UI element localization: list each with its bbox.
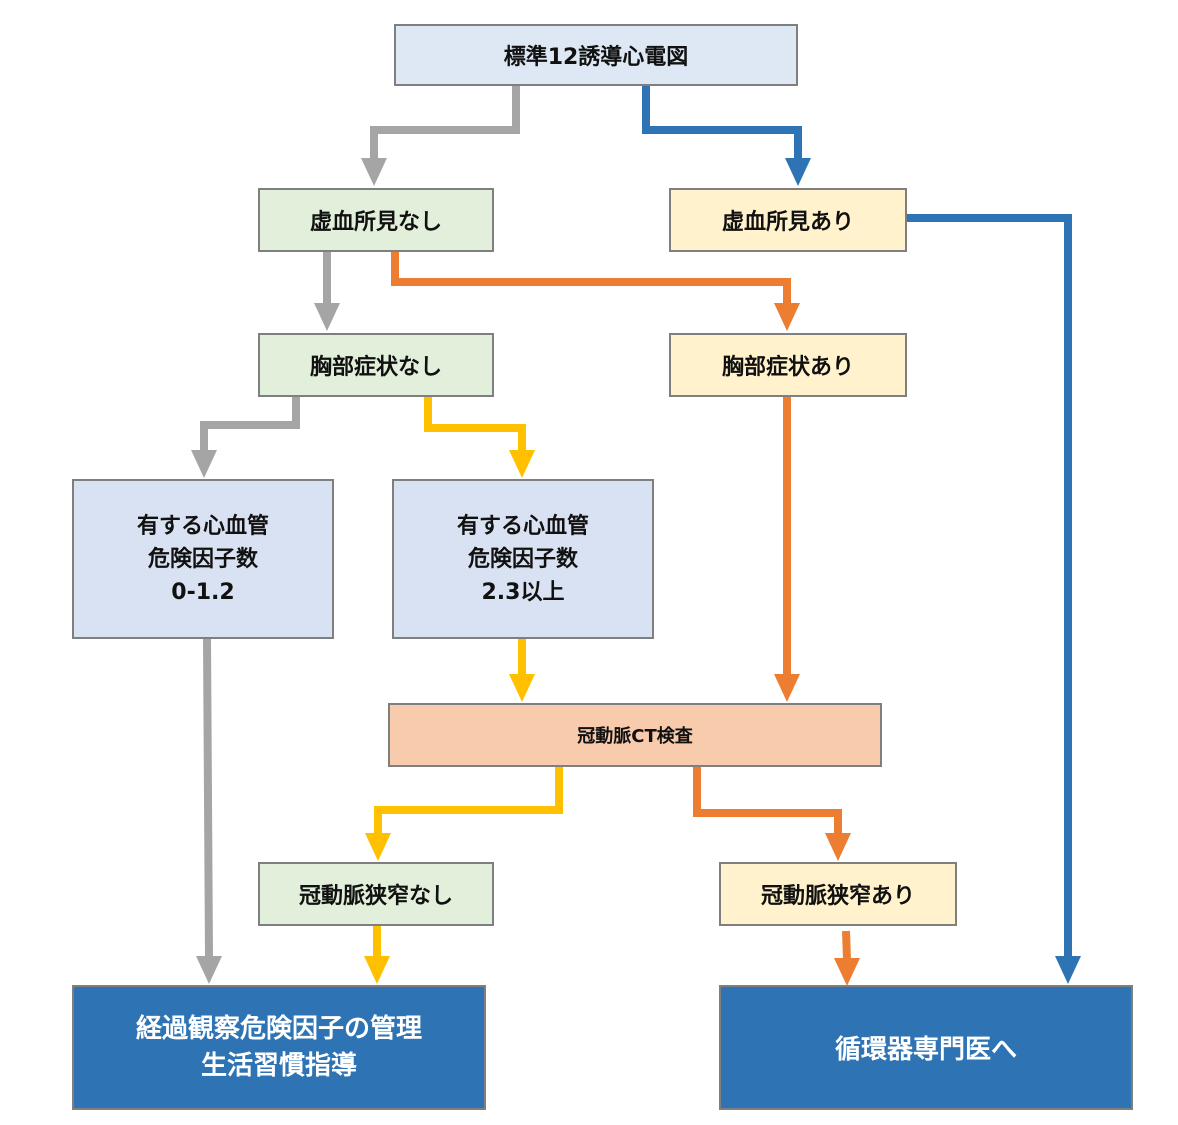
arrowhead-icon xyxy=(196,956,222,984)
edge-chest-none-to-risk-low xyxy=(200,397,300,452)
arrowhead-icon xyxy=(509,674,535,702)
arrowhead-icon xyxy=(774,674,800,702)
node-observation: 経過観察危険因子の管理 生活習慣指導 xyxy=(72,985,486,1110)
node-chest-present-label: 胸部症状あり xyxy=(721,355,854,380)
node-ischemia-none: 虚血所見なし xyxy=(258,188,494,252)
edge-stenosis-present-to-specialist xyxy=(842,930,851,961)
arrowhead-icon xyxy=(361,158,387,186)
node-observation-label: 経過観察危険因子の管理 生活習慣指導 xyxy=(135,1014,422,1081)
node-chest-present: 胸部症状あり xyxy=(669,333,907,397)
arrowhead-icon xyxy=(1055,956,1081,984)
node-stenosis-present: 冠動脈狭窄あり xyxy=(719,862,957,926)
node-ecg-label: 標準12誘導心電図 xyxy=(503,45,689,70)
arrowhead-icon xyxy=(364,956,390,984)
edge-chest-none-to-risk-high xyxy=(424,397,526,452)
node-ecg: 標準12誘導心電図 xyxy=(394,24,798,86)
node-stenosis-none-label: 冠動脈狭窄なし xyxy=(298,884,453,909)
edge-ecg-to-ischemia-present xyxy=(642,86,802,160)
node-risk-low-label: 有する心血管 危険因子数 0-1.2 xyxy=(136,513,269,605)
edge-ecg-to-ischemia-none xyxy=(370,86,520,160)
node-coronary-ct: 冠動脈CT検査 xyxy=(388,703,882,767)
node-chest-none: 胸部症状なし xyxy=(258,333,494,397)
node-risk-low: 有する心血管 危険因子数 0-1.2 xyxy=(72,479,334,639)
arrowhead-icon xyxy=(834,958,860,986)
node-stenosis-present-label: 冠動脈狭窄あり xyxy=(760,884,915,909)
arrowhead-icon xyxy=(509,450,535,478)
arrowhead-icon xyxy=(774,303,800,331)
node-risk-high: 有する心血管 危険因子数 2.3以上 xyxy=(392,479,654,639)
edge-risk-low-to-observation xyxy=(203,638,213,959)
edge-ischemia-present-to-specialist xyxy=(907,214,1072,958)
arrowhead-icon xyxy=(191,450,217,478)
node-ischemia-present-label: 虚血所見あり xyxy=(721,210,854,235)
node-specialist: 循環器専門医へ xyxy=(719,985,1133,1110)
node-ischemia-present: 虚血所見あり xyxy=(669,188,907,252)
node-chest-none-label: 胸部症状なし xyxy=(309,355,442,380)
node-coronary-ct-label: 冠動脈CT検査 xyxy=(577,726,693,747)
edge-ischemia-none-to-chest-present xyxy=(391,252,791,305)
arrowhead-icon xyxy=(785,158,811,186)
arrowhead-icon xyxy=(314,303,340,331)
node-risk-high-label: 有する心血管 危険因子数 2.3以上 xyxy=(456,513,589,605)
arrowhead-icon xyxy=(825,833,851,861)
node-stenosis-none: 冠動脈狭窄なし xyxy=(258,862,494,926)
node-specialist-label: 循環器専門医へ xyxy=(834,1035,1017,1065)
edge-ct-to-stenosis-none xyxy=(374,767,563,835)
node-ischemia-none-label: 虚血所見なし xyxy=(309,210,442,235)
edge-ct-to-stenosis-present xyxy=(693,767,842,835)
arrowhead-icon xyxy=(365,833,391,861)
